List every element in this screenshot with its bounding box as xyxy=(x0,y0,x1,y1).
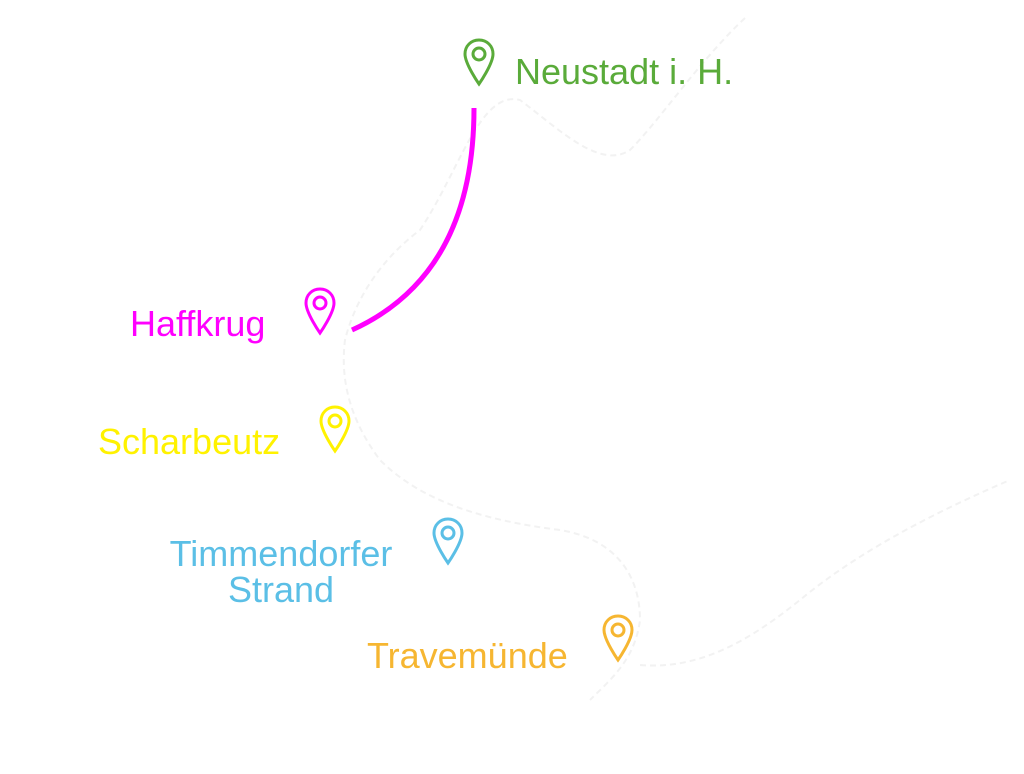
coastline xyxy=(342,17,1011,701)
timmendorf-pin-icon[interactable] xyxy=(431,516,465,566)
travemuende-pin-icon[interactable] xyxy=(601,613,635,663)
neustadt-label: Neustadt i. H. xyxy=(515,51,734,92)
haffkrug-pin-icon[interactable] xyxy=(303,286,337,336)
haffkrug-label: Haffkrug xyxy=(130,303,266,344)
timmendorf-label-line1: Timmendorfer xyxy=(169,533,393,574)
scharbeutz-label: Scharbeutz xyxy=(98,421,281,462)
route-arc xyxy=(350,107,477,333)
timmendorf-label-line2: Strand xyxy=(227,569,335,610)
scharbeutz-pin-icon[interactable] xyxy=(318,404,352,454)
travemuende-label: Travemünde xyxy=(367,635,568,676)
timmendorf-label: Timmendorfer Strand xyxy=(154,536,408,608)
neustadt-pin-icon[interactable] xyxy=(462,37,496,87)
